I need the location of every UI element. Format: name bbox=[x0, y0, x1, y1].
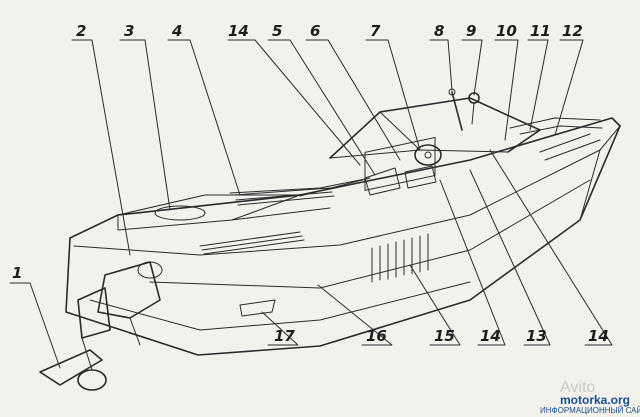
callout-6: 6 bbox=[310, 22, 320, 40]
callout-16: 16 bbox=[366, 327, 387, 345]
callout-7: 7 bbox=[370, 22, 381, 40]
front-deck bbox=[509, 117, 603, 161]
outboard-motor bbox=[39, 261, 163, 391]
callout-17: 17 bbox=[274, 327, 295, 345]
callout-1: 1 bbox=[12, 264, 22, 282]
rear-deck bbox=[117, 177, 371, 231]
callout-4: 4 bbox=[171, 22, 182, 40]
callout-15: 15 bbox=[434, 327, 455, 345]
callout-8: 8 bbox=[434, 22, 444, 40]
callout-11: 11 bbox=[530, 22, 551, 40]
callout-2: 2 bbox=[76, 22, 86, 40]
callout-14-top: 14 bbox=[228, 22, 249, 40]
callout-12: 12 bbox=[562, 22, 583, 40]
throttle-lever bbox=[448, 88, 463, 131]
hull bbox=[65, 117, 621, 356]
vent-grilles bbox=[199, 187, 335, 255]
callout-10: 10 bbox=[496, 22, 517, 40]
seats bbox=[364, 165, 437, 196]
side-grate bbox=[364, 137, 436, 283]
site-subtitle: ИНФОРМАЦИОННЫЙ САЙТ bbox=[540, 406, 640, 415]
callout-14-bottom: 14 bbox=[480, 327, 501, 345]
bottom-fitting bbox=[239, 299, 276, 317]
callout-3: 3 bbox=[124, 22, 134, 40]
callout-5: 5 bbox=[272, 22, 282, 40]
callout-14-right: 14 bbox=[588, 327, 609, 345]
site-watermark: motorka.org bbox=[560, 393, 630, 407]
steering-wheel bbox=[414, 144, 442, 166]
watermark: Avito motorka.org ИНФОРМАЦИОННЫЙ САЙТ bbox=[540, 379, 640, 415]
callout-numbers: 1 2 3 4 14 5 6 7 8 9 10 11 12 17 16 15 1… bbox=[12, 22, 609, 345]
avito-watermark: Avito bbox=[560, 379, 595, 396]
callout-9: 9 bbox=[466, 22, 476, 40]
leader-lines bbox=[9, 39, 613, 369]
callout-13: 13 bbox=[526, 327, 547, 345]
